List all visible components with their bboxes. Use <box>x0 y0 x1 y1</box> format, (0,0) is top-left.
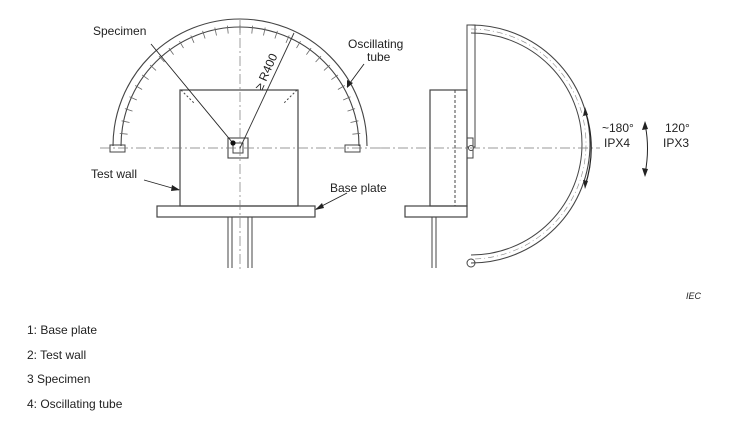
legend-item-specimen: 3 Specimen <box>27 372 91 387</box>
tube-leader-arrow <box>347 80 353 88</box>
specimen-leader <box>150 43 233 143</box>
side-tube-top <box>466 24 476 148</box>
nozzle-tick <box>141 74 149 80</box>
base-plate-front <box>156 205 316 218</box>
label-specimen: Specimen <box>93 24 146 38</box>
side-view <box>380 24 648 268</box>
figure-legend: 1: Base plate 2: Test wall 3 Specimen 4:… <box>27 318 122 416</box>
nozzle-tick <box>227 25 229 34</box>
nozzle-tick <box>285 35 290 43</box>
nozzle-tick <box>119 133 128 135</box>
nozzle-tick <box>251 25 253 34</box>
label-tube: tube <box>367 50 391 64</box>
tube-arc-outer <box>112 18 368 147</box>
nozzle-tick <box>179 40 184 49</box>
base-plate-leader-arrow <box>315 203 324 210</box>
nozzle-tick <box>190 35 195 43</box>
nozzle-tick <box>352 133 361 135</box>
nozzle-tick <box>274 30 278 39</box>
angle-120-arrow <box>644 123 648 175</box>
nozzle-tick <box>306 47 312 55</box>
nozzle-tick <box>129 96 137 101</box>
specimen-dot <box>230 140 236 146</box>
nozzle-tick <box>343 96 351 101</box>
nozzle-tick <box>323 64 331 71</box>
angle-180-arrow <box>584 109 592 187</box>
nozzle-tick <box>202 30 206 39</box>
nozzle-tick <box>149 64 157 71</box>
label-angle-180: ~180° <box>602 121 634 135</box>
legend-item-oscillating-tube: 4: Oscillating tube <box>27 396 123 411</box>
nozzle-tick <box>263 27 266 36</box>
label-ipx4: IPX4 <box>604 136 630 150</box>
nozzle-tick <box>121 120 130 123</box>
side-tube-arc-outer <box>470 24 591 264</box>
label-ipx3: IPX3 <box>663 136 689 150</box>
nozzle-tick <box>350 120 359 123</box>
tube-nozzle-ticks <box>119 25 361 135</box>
nozzle-tick <box>168 47 174 55</box>
nozzle-tick <box>337 85 346 90</box>
label-base-plate: Base plate <box>330 181 387 195</box>
label-test-wall: Test wall <box>91 167 137 181</box>
nozzle-tick <box>347 108 356 112</box>
side-tube-arc-inner <box>470 32 583 256</box>
nozzle-tick <box>124 108 133 112</box>
label-angle-120: 120° <box>665 121 690 135</box>
legend-item-base-plate: 1: Base plate <box>27 323 98 337</box>
legend-item-test-wall: 2: Test wall <box>27 347 87 362</box>
front-view <box>100 18 380 272</box>
base-plate-side <box>404 205 468 218</box>
radius-leader <box>239 32 295 149</box>
nozzle-tick <box>134 85 143 90</box>
nozzle-tick <box>331 74 339 80</box>
label-iec: IEC <box>686 291 702 300</box>
label-oscillating: Oscillating <box>348 37 403 51</box>
test-wall-leader-arrow <box>171 185 180 191</box>
tube-end-right <box>344 144 361 153</box>
tube-end-left <box>109 144 126 153</box>
nozzle-tick <box>214 27 217 36</box>
nozzle-tick <box>315 55 322 63</box>
nozzle-tick <box>158 55 165 63</box>
oscillating-tube-diagram: Specimen Oscillating tube ≥ R400 Test wa… <box>91 18 702 300</box>
nozzle-tick <box>296 40 301 49</box>
